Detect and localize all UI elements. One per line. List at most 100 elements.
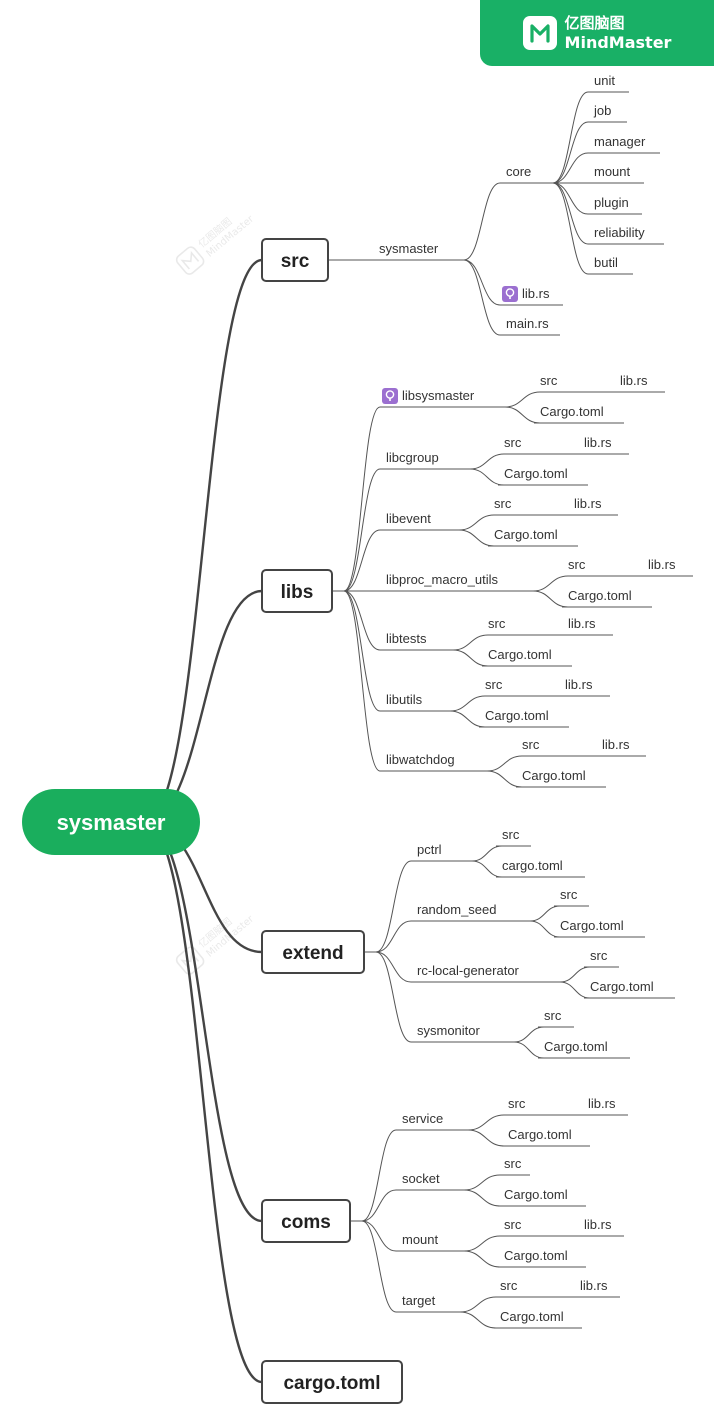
leaf-cargo-toml[interactable]: Cargo.toml xyxy=(485,708,549,723)
brand-name-cn: 亿图脑图 xyxy=(564,14,625,32)
leaf-job[interactable]: job xyxy=(593,103,611,118)
main-topic-label[interactable]: cargo.toml xyxy=(283,1373,380,1394)
leaf-lib-rs[interactable]: lib.rs xyxy=(565,677,593,692)
leaf-cargo-toml[interactable]: Cargo.toml xyxy=(522,768,586,783)
connector-line xyxy=(449,695,486,712)
leaf-lib-rs[interactable]: lib.rs xyxy=(574,496,602,511)
subtopic-random-seed[interactable]: random_seed xyxy=(417,902,497,917)
connector-line xyxy=(361,1189,397,1222)
subtopic-libsysmaster[interactable]: libsysmaster xyxy=(402,388,475,403)
subtopic-libwatchdog[interactable]: libwatchdog xyxy=(386,752,455,767)
connector-line xyxy=(375,951,412,983)
leaf-cargo-toml[interactable]: Cargo.toml xyxy=(500,1309,564,1324)
leaf-src[interactable]: src xyxy=(502,827,520,842)
leaf-mount[interactable]: mount xyxy=(594,164,631,179)
connector-line xyxy=(361,1220,397,1252)
subtopic-mount[interactable]: mount xyxy=(402,1232,439,1247)
main-topic-label[interactable]: src xyxy=(281,251,310,272)
leaf-cargo-toml[interactable]: Cargo.toml xyxy=(488,647,552,662)
leaf-src[interactable]: src xyxy=(500,1278,518,1293)
connector-line xyxy=(361,1129,397,1222)
leaf-src[interactable]: src xyxy=(560,887,578,902)
leaf-cargo-toml[interactable]: Cargo.toml xyxy=(568,588,632,603)
leaf-lib-rs[interactable]: lib.rs xyxy=(648,557,676,572)
connector-line xyxy=(343,590,381,651)
main-topic-src[interactable] xyxy=(261,238,329,282)
subtopic-service[interactable]: service xyxy=(402,1111,443,1126)
leaf-lib-rs[interactable]: lib.rs xyxy=(584,435,612,450)
leaf-src[interactable]: src xyxy=(504,1217,522,1232)
main-topic-label[interactable]: coms xyxy=(281,1212,331,1233)
leaf-cargo-toml[interactable]: Cargo.toml xyxy=(508,1127,572,1142)
leaf-cargo-toml[interactable]: Cargo.toml xyxy=(544,1039,608,1054)
brand-name-en: MindMaster xyxy=(564,33,672,52)
subtopic-libcgroup[interactable]: libcgroup xyxy=(386,450,439,465)
connector-line xyxy=(552,182,589,275)
subtopic-libproc-macro-utils[interactable]: libproc_macro_utils xyxy=(386,572,498,587)
connector-line xyxy=(144,258,263,824)
leaf-unit[interactable]: unit xyxy=(594,73,615,88)
main-topic-extend[interactable] xyxy=(261,930,365,974)
connector-line xyxy=(343,468,381,592)
subtopic-lib-rs[interactable]: lib.rs xyxy=(522,286,550,301)
leaf-butil[interactable]: butil xyxy=(594,255,618,270)
root-topic[interactable] xyxy=(22,789,200,855)
leaf-src[interactable]: src xyxy=(494,496,512,511)
subtopic-core[interactable]: core xyxy=(506,164,531,179)
leaf-plugin[interactable]: plugin xyxy=(594,195,629,210)
leaf-src[interactable]: src xyxy=(540,373,558,388)
connector-line xyxy=(467,1129,505,1147)
leaf-lib-rs[interactable]: lib.rs xyxy=(584,1217,612,1232)
leaf-cargo-toml[interactable]: cargo.toml xyxy=(502,858,563,873)
leaf-lib-rs[interactable]: lib.rs xyxy=(602,737,630,752)
leaf-src[interactable]: src xyxy=(488,616,506,631)
leaf-src[interactable]: src xyxy=(590,948,608,963)
subtopic-pctrl[interactable]: pctrl xyxy=(417,842,442,857)
subtopic-sysmaster[interactable]: sysmaster xyxy=(379,241,439,256)
leaf-src[interactable]: src xyxy=(504,435,522,450)
leaf-cargo-toml[interactable]: Cargo.toml xyxy=(590,979,654,994)
leaf-reliability[interactable]: reliability xyxy=(594,225,645,240)
connector-line xyxy=(463,259,501,336)
root-topic-label[interactable]: sysmaster xyxy=(57,810,166,835)
connector-line xyxy=(532,590,569,608)
connector-line xyxy=(463,182,501,261)
subtopic-sysmonitor[interactable]: sysmonitor xyxy=(417,1023,481,1038)
subtopic-libevent[interactable]: libevent xyxy=(386,511,431,526)
leaf-manager[interactable]: manager xyxy=(594,134,646,149)
connector-line xyxy=(532,575,569,592)
leaf-lib-rs[interactable]: lib.rs xyxy=(588,1096,616,1111)
idea-bulb-icon xyxy=(382,388,398,404)
leaf-cargo-toml[interactable]: Cargo.toml xyxy=(504,1187,568,1202)
main-topic-label[interactable]: extend xyxy=(282,943,343,964)
leaf-lib-rs[interactable]: lib.rs xyxy=(580,1278,608,1293)
subtopic-main-rs[interactable]: main.rs xyxy=(506,316,549,331)
leaf-src[interactable]: src xyxy=(522,737,540,752)
leaf-src[interactable]: src xyxy=(508,1096,526,1111)
subtopic-rc-local-generator[interactable]: rc-local-generator xyxy=(417,963,520,978)
main-topic-coms[interactable] xyxy=(261,1199,351,1243)
connector-line xyxy=(144,589,263,824)
leaf-src[interactable]: src xyxy=(485,677,503,692)
subtopic-libutils[interactable]: libutils xyxy=(386,692,423,707)
mindmaster-badge[interactable]: 亿图脑图 MindMaster xyxy=(480,0,714,66)
subtopic-socket[interactable]: socket xyxy=(402,1171,440,1186)
main-topic-cargo-toml[interactable] xyxy=(261,1360,403,1404)
subtopic-target[interactable]: target xyxy=(402,1293,436,1308)
leaf-src[interactable]: src xyxy=(504,1156,522,1171)
leaf-cargo-toml[interactable]: Cargo.toml xyxy=(504,466,568,481)
leaf-lib-rs[interactable]: lib.rs xyxy=(620,373,648,388)
leaf-src[interactable]: src xyxy=(568,557,586,572)
subtopic-libtests[interactable]: libtests xyxy=(386,631,427,646)
leaf-cargo-toml[interactable]: Cargo.toml xyxy=(494,527,558,542)
leaf-cargo-toml[interactable]: Cargo.toml xyxy=(504,1248,568,1263)
connector-line xyxy=(529,920,561,938)
leaf-cargo-toml[interactable]: Cargo.toml xyxy=(540,404,604,419)
main-topic-libs[interactable] xyxy=(261,569,333,613)
leaf-src[interactable]: src xyxy=(544,1008,562,1023)
leaf-lib-rs[interactable]: lib.rs xyxy=(568,616,596,631)
main-topic-label[interactable]: libs xyxy=(281,582,314,603)
connector-line xyxy=(144,820,263,1384)
leaf-cargo-toml[interactable]: Cargo.toml xyxy=(560,918,624,933)
